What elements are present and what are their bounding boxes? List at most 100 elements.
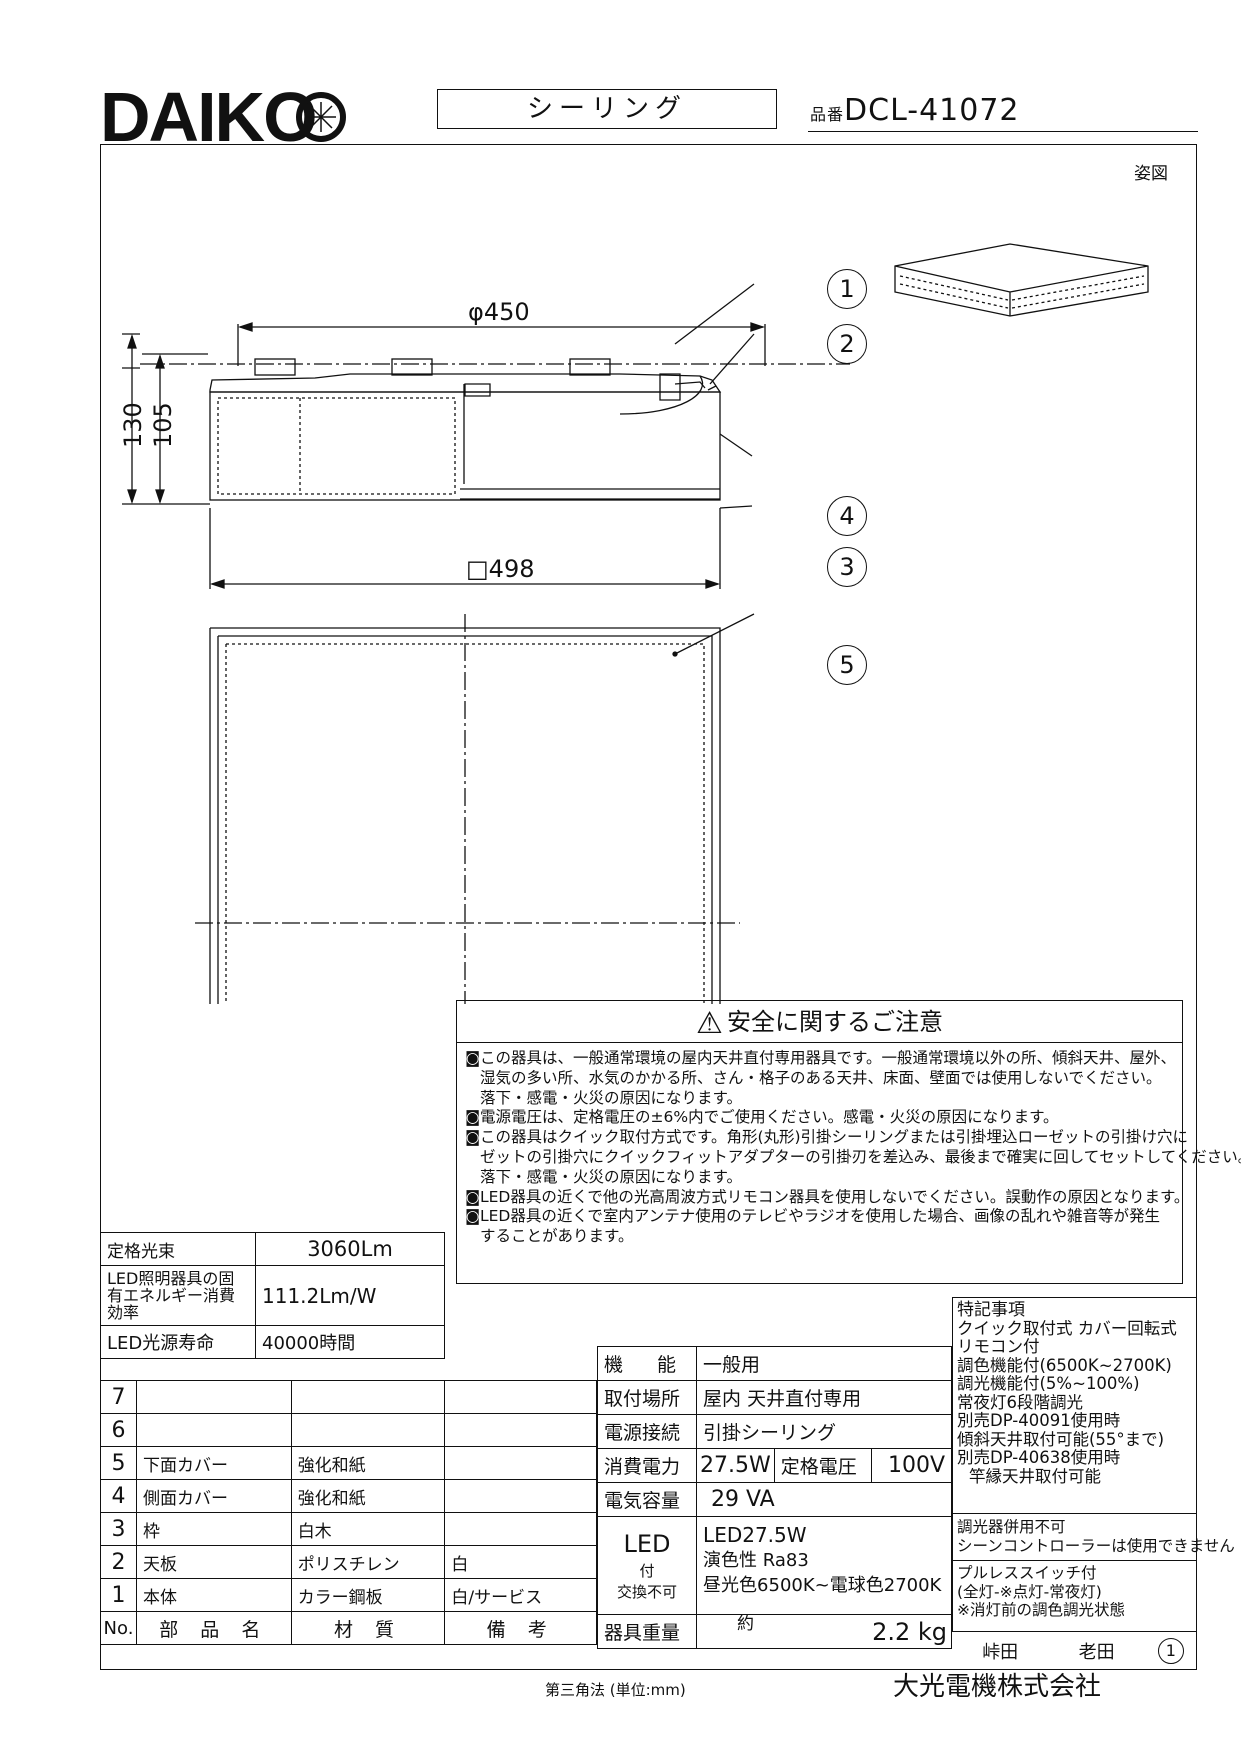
note-line: プルレススイッチ付 xyxy=(957,1564,1097,1582)
parts-header-no: No. xyxy=(100,1611,137,1645)
note-line: 調色機能付(6500K~2700K) xyxy=(957,1355,1172,1375)
part-name: 枠 xyxy=(135,1512,292,1546)
signoff-table: 峠田 老田 1 xyxy=(952,1632,1197,1670)
technical-drawing xyxy=(122,243,1149,1004)
lamp-detail: LED27.5W 演色性 Ra83 昼光色6500K~電球色2700K xyxy=(696,1516,952,1615)
safety-line-text: LED器具の近くで室内アンテナ使用のテレビやラジオを使用した場合、画像の乱れや雑… xyxy=(480,1207,1160,1226)
connection-value: 引掛シーリング xyxy=(696,1414,952,1449)
parts-row: 6 xyxy=(100,1413,597,1447)
part-number: 5 xyxy=(100,1446,137,1480)
company-name: 大光電機株式会社 xyxy=(893,1672,1102,1702)
function-label: 機 能 xyxy=(596,1346,698,1381)
power-value: 27.5W xyxy=(696,1448,775,1483)
part-number: 2 xyxy=(100,1545,137,1579)
notes-title: 特記事項 xyxy=(957,1300,1025,1320)
warning-icon: ⚠ xyxy=(696,1006,723,1041)
note-line: (全灯-※点灯-常夜灯) xyxy=(957,1582,1102,1601)
callout-5: 5 xyxy=(827,645,867,685)
safety-line: ◙LED器具の近くで他の光高周波方式リモコン器具を使用しないでください。誤動作の… xyxy=(465,1188,1241,1208)
part-material: 強化和紙 xyxy=(290,1446,446,1480)
efficiency-label: LED照明器具の固有エネルギー消費効率 xyxy=(100,1265,256,1326)
part-name: 天板 xyxy=(135,1545,292,1579)
safety-line: ◙電源電圧は、定格電圧の±6%内でご使用ください。感電・火災の原因になります。 xyxy=(465,1108,1241,1128)
bullet-icon: ◙ xyxy=(465,1108,481,1127)
part-note: 白 xyxy=(444,1545,597,1579)
part-name: 側面カバー xyxy=(135,1479,292,1513)
callout-1: 1 xyxy=(827,269,867,309)
safety-line-text: この器具は、一般通常環境の屋内天井直付専用器具です。一般通常環境以外の所、傾斜天… xyxy=(480,1049,1176,1067)
lifetime-value: 40000時間 xyxy=(255,1325,445,1359)
parts-row: 7 xyxy=(100,1380,597,1414)
lamp-note: 交換不可 xyxy=(617,1582,678,1601)
weight-cell: 約 2.2 kg xyxy=(696,1614,952,1649)
parts-header-material: 材 質 xyxy=(290,1611,446,1645)
part-material: 強化和紙 xyxy=(290,1479,446,1513)
part-number: 1 xyxy=(100,1578,137,1612)
part-material: ポリスチレン xyxy=(290,1545,446,1579)
connection-label: 電源接続 xyxy=(596,1414,698,1449)
safety-line: ◙LED器具の近くで室内アンテナ使用のテレビやラジオを使用した場合、画像の乱れや… xyxy=(465,1207,1241,1227)
part-note xyxy=(444,1479,597,1513)
lamp-sub: 付 xyxy=(639,1561,655,1580)
callout-3: 3 xyxy=(827,547,867,587)
bullet-icon: ◙ xyxy=(465,1049,481,1067)
signoff-rev: 1 xyxy=(1145,1632,1197,1670)
safety-line-text: 電源電圧は、定格電圧の±6%内でご使用ください。感電・火災の原因になります。 xyxy=(480,1108,1059,1127)
lamp-line-3: 昼光色6500K~電球色2700K xyxy=(703,1575,942,1596)
capacity-label: 電気容量 xyxy=(596,1482,698,1517)
lamp-line-1: LED27.5W xyxy=(703,1523,807,1547)
safety-line-text: ゼットの引掛穴にクイックフィットアダプターの引掛刃を差込み、最後まで確実に回して… xyxy=(480,1147,1241,1166)
lifetime-label: LED光源寿命 xyxy=(100,1325,256,1359)
brand-logo: DAIKO xyxy=(100,82,318,152)
width-dimension: □498 xyxy=(466,555,535,583)
lamp-label: LED xyxy=(623,1530,671,1559)
safety-line-text: することがあります。 xyxy=(480,1227,634,1246)
note-line: 竿縁天井取付可能 xyxy=(969,1466,1101,1486)
part-name: 本体 xyxy=(135,1578,292,1612)
model-number: 品番DCL-41072 xyxy=(810,96,1020,126)
weight-approx: 約 xyxy=(737,1614,755,1634)
product-type: シーリング xyxy=(437,89,777,129)
safety-line: することがあります。 xyxy=(465,1227,1241,1247)
part-note xyxy=(444,1446,597,1480)
capacity-value: 29 VA xyxy=(696,1482,952,1517)
part-note: 白/サービス xyxy=(444,1578,597,1612)
note-line: シーンコントローラーは使用できません xyxy=(957,1536,1235,1555)
part-number: 6 xyxy=(100,1413,137,1447)
part-number: 3 xyxy=(100,1512,137,1546)
voltage-label: 定格電圧 xyxy=(773,1448,873,1483)
note-line: 傾斜天井取付可能(55°まで) xyxy=(957,1429,1165,1449)
safety-line-text: この器具はクイック取付方式です。角形(丸形)引掛シーリングまたは引掛埋込ローゼッ… xyxy=(480,1128,1189,1147)
part-note xyxy=(444,1512,597,1546)
diameter-dimension: φ450 xyxy=(468,298,530,326)
signoff-name-2: 老田 xyxy=(1078,1642,1115,1663)
safety-title: ⚠安全に関するご注意 xyxy=(457,1001,1182,1043)
safety-line-text: 湿気の多い所、水気のかかる所、さん・格子のある天井、床面、壁面では使用しないでく… xyxy=(480,1068,1162,1087)
notes-group-2: 調光器併用不可シーンコントローラーは使用できません xyxy=(957,1518,1235,1555)
safety-title-text: 安全に関するご注意 xyxy=(726,1008,943,1036)
part-number: 7 xyxy=(100,1380,137,1414)
notes-group-3: プルレススイッチ付(全灯-※点灯-常夜灯)※消灯前の調色調光状態 xyxy=(957,1564,1125,1620)
bullet-icon: ◙ xyxy=(465,1187,481,1206)
height-105-dimension: 105 xyxy=(149,402,177,448)
model-value: DCL-41072 xyxy=(844,93,1020,128)
safety-line: ゼットの引掛穴にクイックフィットアダプターの引掛刃を差込み、最後まで確実に回して… xyxy=(465,1148,1241,1168)
notes-group-1: 特記事項 クイック取付式 カバー回転式リモコン付調色機能付(6500K~2700… xyxy=(957,1301,1177,1486)
weight-value: 2.2 kg xyxy=(872,1617,947,1646)
lamp-cell: LED 付 交換不可 xyxy=(596,1516,698,1615)
view-label: 姿図 xyxy=(1134,164,1168,184)
performance-table: 定格光束 3060Lm LED照明器具の固有エネルギー消費効率 111.2Lm/… xyxy=(100,1232,445,1359)
power-label: 消費電力 xyxy=(596,1448,698,1483)
note-line: 別売DP-40638使用時 xyxy=(957,1448,1121,1467)
model-label: 品番 xyxy=(810,105,845,124)
note-line: ※消灯前の調色調光状態 xyxy=(957,1601,1125,1619)
safety-notice: ⚠安全に関するご注意 ◙この器具は、一般通常環境の屋内天井直付専用器具です。一般… xyxy=(456,1000,1241,1284)
safety-line: 湿気の多い所、水気のかかる所、さん・格子のある天井、床面、壁面では使用しないでく… xyxy=(465,1069,1241,1089)
safety-line: 落下・感電・火災の原因になります。 xyxy=(465,1089,1241,1109)
projection-method: 第三角法 (単位:mm) xyxy=(545,1681,686,1699)
note-line: 常夜灯6段階調光 xyxy=(957,1392,1083,1412)
note-line: 調光機能付(5%~100%) xyxy=(957,1374,1140,1393)
